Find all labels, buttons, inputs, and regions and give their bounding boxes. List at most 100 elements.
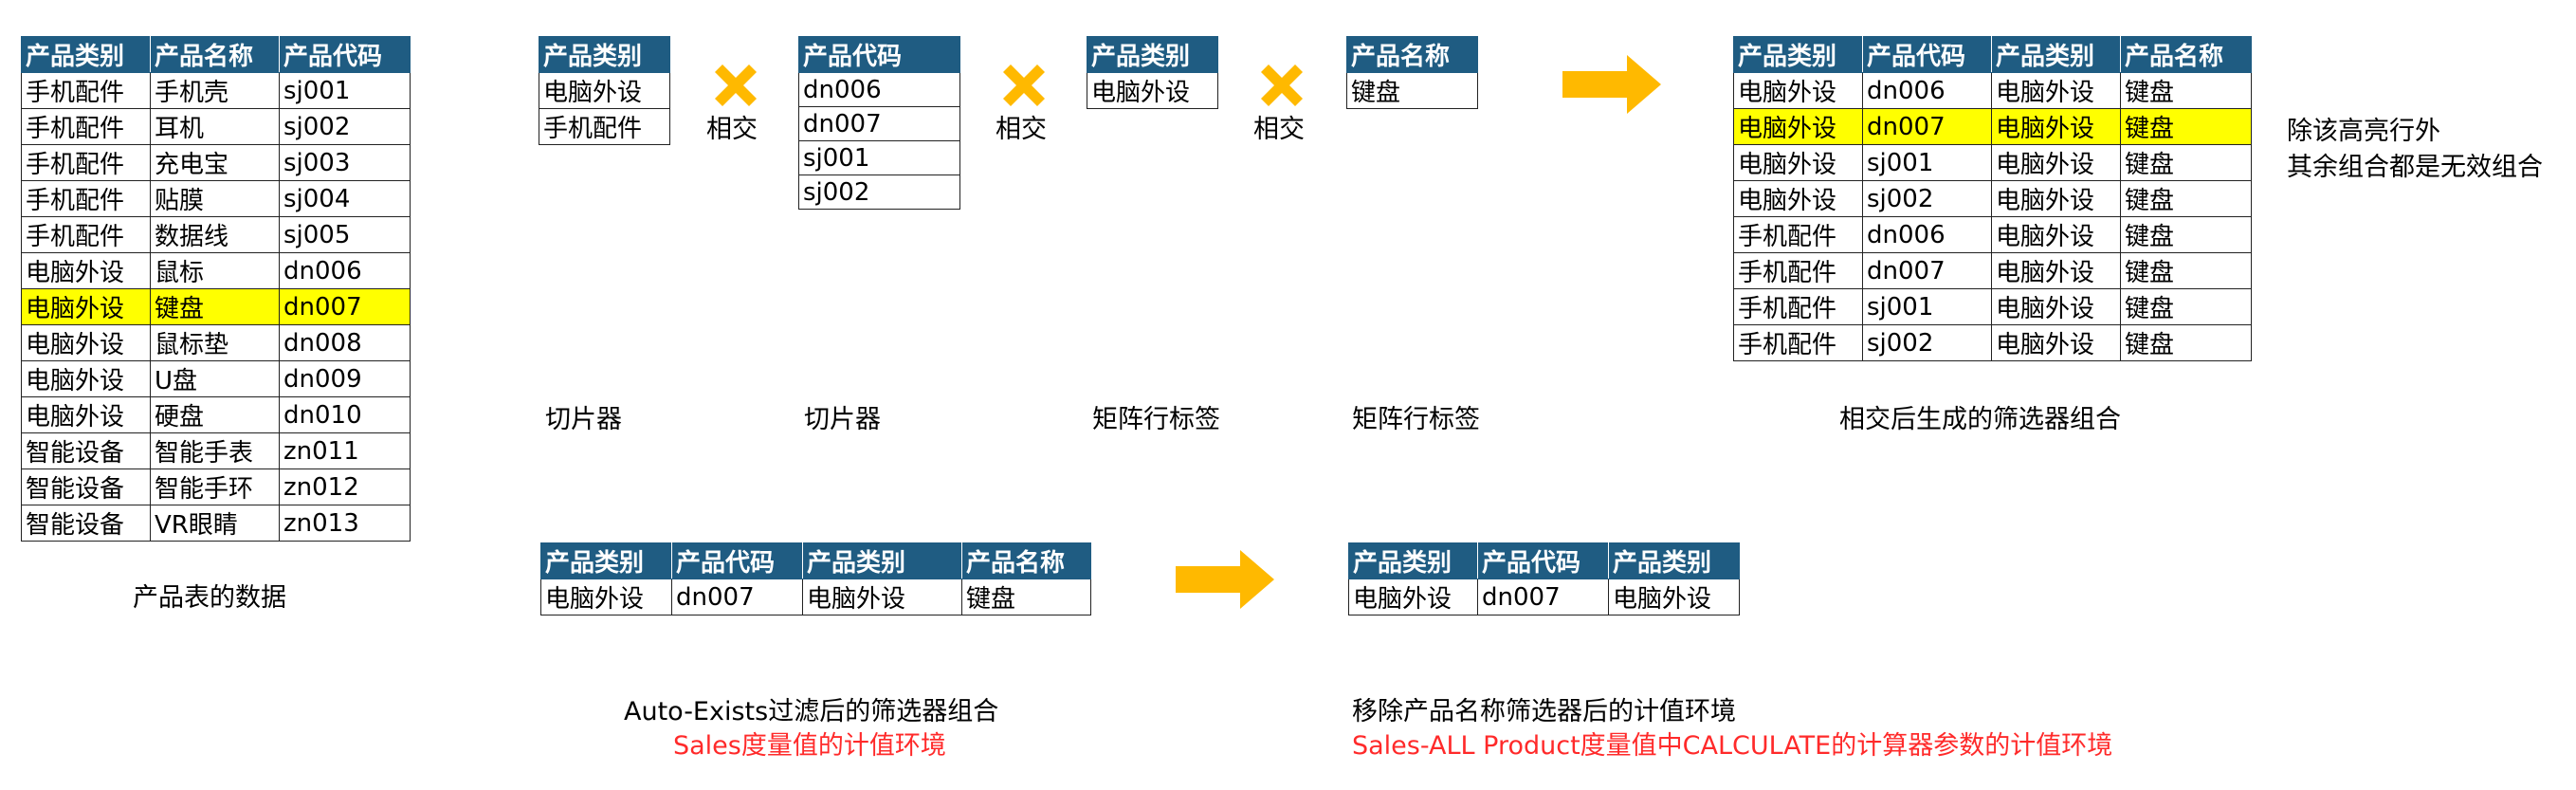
table-cell: 键盘 <box>961 579 1091 615</box>
intersect-label: 相交 <box>1253 115 1305 144</box>
table-cell: dn006 <box>279 252 411 289</box>
table-cell: 电脑外设 <box>539 72 670 109</box>
slicer-category-table: 产品类别 电脑外设手机配件 <box>539 36 670 145</box>
table-cell: 电脑外设 <box>1991 108 2121 145</box>
table-cell: 鼠标 <box>150 252 280 289</box>
table-cell: dn009 <box>279 360 411 397</box>
table-cell: dn007 <box>279 288 411 325</box>
table-cell: 电脑外设 <box>1991 252 2121 289</box>
table-cell: 键盘 <box>2120 108 2252 145</box>
table-cell: 电脑外设 <box>1991 288 2121 325</box>
table-cell: dn007 <box>798 106 960 141</box>
table-row: dn007 <box>798 106 960 141</box>
column-header: 产品代码 <box>1477 542 1609 579</box>
table-cell: 手机配件 <box>21 180 151 217</box>
table-cell: 电脑外设 <box>1991 144 2121 181</box>
arrow-right-icon <box>1562 55 1661 114</box>
table-cell: dn007 <box>1862 252 1992 289</box>
table-cell: 电脑外设 <box>1991 216 2121 253</box>
column-header: 产品代码 <box>1862 36 1992 73</box>
column-header: 产品类别 <box>802 542 962 579</box>
table-row: 手机配件 <box>539 108 670 145</box>
table-cell: 键盘 <box>2120 72 2252 109</box>
intersect-label: 相交 <box>706 115 758 144</box>
matrix-category-caption: 矩阵行标签 <box>1092 405 1220 434</box>
table-cell: sj002 <box>1862 180 1992 217</box>
table-cell: zn011 <box>279 432 411 469</box>
table-cell: 电脑外设 <box>1608 579 1740 615</box>
table-row: 电脑外设 <box>1087 72 1218 109</box>
table-row: sj001 <box>798 140 960 175</box>
cross-icon <box>715 64 757 106</box>
matrix-name-table: 产品名称 键盘 <box>1346 36 1478 109</box>
intersect-label: 相交 <box>996 115 1047 144</box>
table-cell: 手机配件 <box>1733 252 1863 289</box>
auto-exists-caption: Auto-Exists过滤后的筛选器组合 <box>624 697 999 726</box>
table-cell: 手机配件 <box>1733 288 1863 325</box>
table-cell: dn010 <box>279 396 411 433</box>
column-header: 产品名称 <box>1346 36 1478 73</box>
table-cell: dn007 <box>671 579 803 615</box>
column-header: 产品类别 <box>21 36 151 73</box>
table-cell: 耳机 <box>150 108 280 145</box>
column-header: 产品类别 <box>1087 36 1218 73</box>
table-cell: 电脑外设 <box>1991 324 2121 361</box>
table-cell: dn006 <box>1862 72 1992 109</box>
table-row: dn006 <box>798 72 960 107</box>
column-header: 产品名称 <box>150 36 280 73</box>
column-header: 产品名称 <box>961 542 1091 579</box>
table-cell: 智能手环 <box>150 468 280 505</box>
table-cell: 鼠标垫 <box>150 324 280 361</box>
table-cell: dn006 <box>1862 216 1992 253</box>
table-cell: 电脑外设 <box>1991 180 2121 217</box>
table-cell: sj004 <box>279 180 411 217</box>
table-cell: 手机配件 <box>21 108 151 145</box>
table-cell: sj002 <box>279 108 411 145</box>
table-cell: 智能手表 <box>150 432 280 469</box>
table-cell: sj005 <box>279 216 411 253</box>
slicer-category-caption: 切片器 <box>545 405 622 434</box>
combos-note-line1: 除该高亮行外 <box>2287 117 2440 146</box>
cross-icon <box>1261 64 1303 106</box>
table-cell: 贴膜 <box>150 180 280 217</box>
removed-filter-caption: 移除产品名称筛选器后的计值环境 <box>1352 697 1736 726</box>
table-cell: 手机配件 <box>539 108 670 145</box>
matrix-name-caption: 矩阵行标签 <box>1352 405 1480 434</box>
table-cell: 电脑外设 <box>540 579 672 615</box>
table-cell: 键盘 <box>2120 180 2252 217</box>
table-cell: 电脑外设 <box>21 396 151 433</box>
table-cell: 电脑外设 <box>1733 72 1863 109</box>
column-header: 产品类别 <box>1608 542 1740 579</box>
column-header: 产品类别 <box>540 542 672 579</box>
column-header: 产品名称 <box>2120 36 2252 73</box>
table-cell: 手机配件 <box>21 72 151 109</box>
table-cell: 硬盘 <box>150 396 280 433</box>
column-header: 产品类别 <box>539 36 670 73</box>
slicer-code-caption: 切片器 <box>804 405 881 434</box>
column-header: 产品代码 <box>279 36 411 73</box>
table-cell: 键盘 <box>150 288 280 325</box>
column-header: 产品类别 <box>1733 36 1863 73</box>
product-table-caption: 产品表的数据 <box>133 583 286 613</box>
column-header: 产品类别 <box>1991 36 2121 73</box>
table-cell: sj002 <box>1862 324 1992 361</box>
